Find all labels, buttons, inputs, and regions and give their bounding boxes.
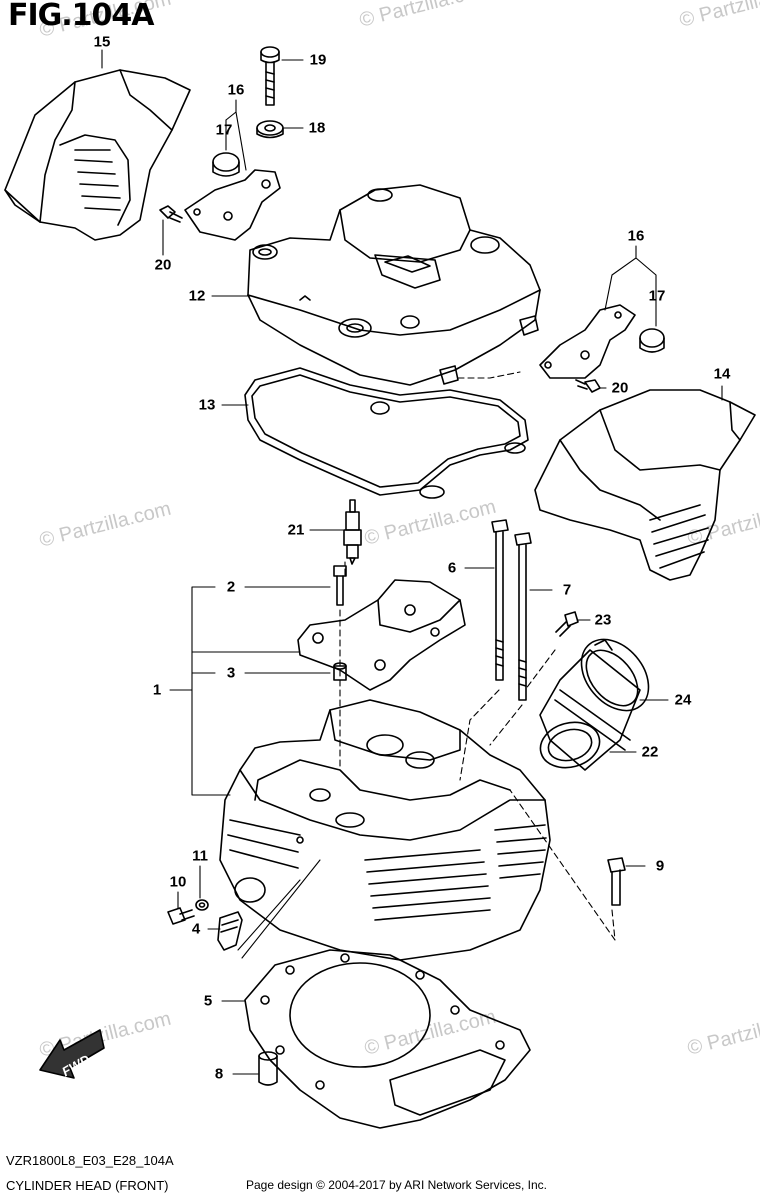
callout-1: 1 <box>152 681 162 699</box>
head-bolt-small <box>607 857 626 906</box>
bracket-left <box>184 152 281 241</box>
callout-16a: 16 <box>227 81 245 99</box>
callout-23: 23 <box>594 611 612 629</box>
callout-3: 3 <box>226 664 236 682</box>
callout-13: 13 <box>198 396 216 414</box>
cylinder-studs <box>491 519 532 701</box>
small-bolt-right <box>575 379 601 393</box>
cylinder-head-cover <box>247 184 541 386</box>
callout-2: 2 <box>226 578 236 596</box>
callout-4: 4 <box>191 920 201 938</box>
oil-fittings <box>167 899 243 951</box>
callout-17a: 17 <box>215 121 233 139</box>
callout-14: 14 <box>713 365 731 383</box>
page-credit: Page design © 2004-2017 by ARI Network S… <box>246 1178 548 1192</box>
callout-12: 12 <box>188 287 206 305</box>
callout-20b: 20 <box>611 379 629 397</box>
callout-9: 9 <box>655 857 665 875</box>
dowel-pin <box>258 1051 278 1086</box>
callout-11: 11 <box>192 847 208 865</box>
diagram-name: CYLINDER HEAD (FRONT) <box>6 1178 169 1193</box>
head-cover-cap-right <box>534 389 756 581</box>
fwd-arrow <box>39 1029 105 1079</box>
cylinder-head <box>219 699 551 961</box>
leader-lines <box>101 49 723 1075</box>
figure-title: FIG.104A <box>8 0 155 33</box>
callout-15: 15 <box>93 33 111 51</box>
callout-10: 10 <box>169 873 187 891</box>
cover-gasket <box>244 367 529 499</box>
callout-22: 22 <box>641 743 659 761</box>
small-bolt-left <box>159 205 183 223</box>
callout-8: 8 <box>214 1065 224 1083</box>
callout-6: 6 <box>447 559 457 577</box>
bracket-right <box>539 304 665 379</box>
intake-pipe <box>539 638 650 771</box>
diagram-code: VZR1800L8_E03_E28_104A <box>6 1153 174 1168</box>
spark-plug <box>343 499 362 565</box>
callout-21: 21 <box>287 521 305 539</box>
callout-24: 24 <box>674 691 692 709</box>
cam-holder <box>297 579 466 691</box>
callout-5: 5 <box>203 992 213 1010</box>
callout-19: 19 <box>309 51 327 69</box>
callout-18: 18 <box>308 119 326 137</box>
callout-17b: 17 <box>648 287 666 305</box>
callout-7: 7 <box>562 581 572 599</box>
callout-16b: 16 <box>627 227 645 245</box>
insulator-screw <box>555 611 579 637</box>
head-gasket <box>244 949 531 1129</box>
cover-bolt <box>256 46 284 139</box>
head-cover-cap-left <box>4 69 191 241</box>
callout-20a: 20 <box>154 256 172 274</box>
